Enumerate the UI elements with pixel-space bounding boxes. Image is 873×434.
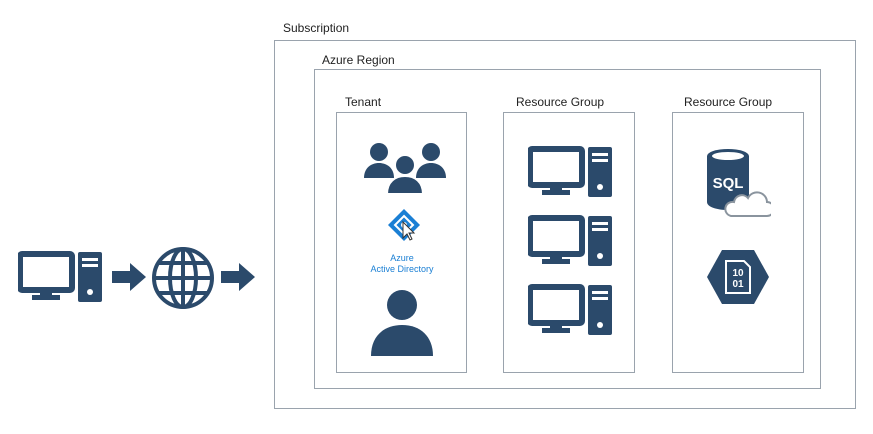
virtual-machine-icon xyxy=(528,215,612,266)
binary-text-2: 01 xyxy=(732,279,744,290)
sql-text: SQL xyxy=(713,175,744,192)
binary-text-1: 10 xyxy=(732,268,744,279)
azure-active-directory-icon xyxy=(388,209,420,241)
sql-database-icon: SQL xyxy=(707,149,771,217)
azure-ad-label-line1: Azure xyxy=(390,253,414,263)
subscription-box xyxy=(274,40,856,409)
azure-ad-label-line2: Active Directory xyxy=(370,264,434,274)
arrow-right-icon xyxy=(112,263,146,291)
azure-region-box xyxy=(314,69,821,389)
blob-storage-icon: 10 01 xyxy=(707,250,769,304)
resource-group-label: Resource Group xyxy=(684,95,773,109)
virtual-machine-icon xyxy=(528,146,612,197)
globe-icon xyxy=(152,247,214,309)
arrow-right-icon xyxy=(221,263,255,291)
client-computer-icon xyxy=(18,251,102,302)
user-icon xyxy=(371,290,433,356)
azure-ad-label: Azure Active Directory xyxy=(356,253,448,275)
resource-group-label: Resource Group xyxy=(516,95,605,109)
azure-region-label: Azure Region xyxy=(322,53,395,67)
virtual-machine-icon xyxy=(528,284,612,335)
resource-group-box xyxy=(672,112,804,373)
tenant-box xyxy=(336,112,467,373)
tenant-label: Tenant xyxy=(345,95,382,109)
users-group-icon xyxy=(364,143,446,194)
subscription-label: Subscription xyxy=(283,21,350,35)
resource-group-box xyxy=(503,112,635,373)
